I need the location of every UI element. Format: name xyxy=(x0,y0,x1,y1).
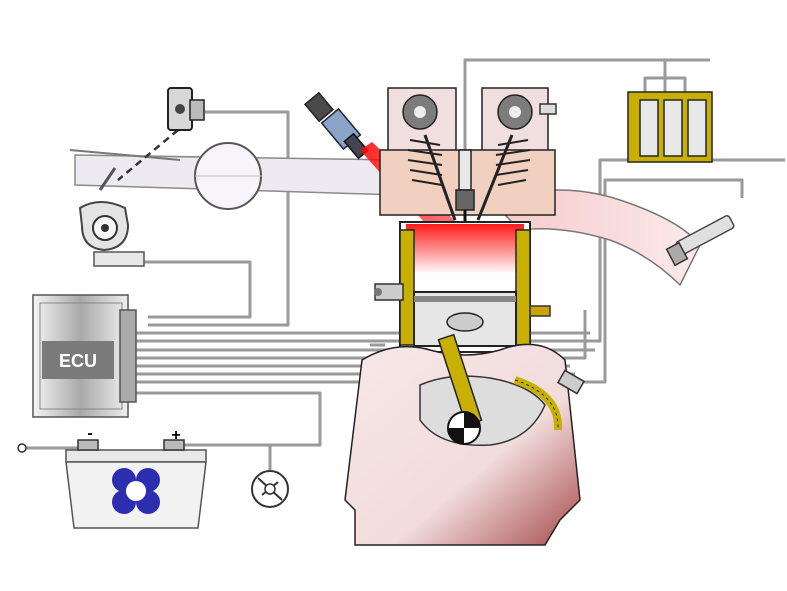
battery-positive-label: + xyxy=(171,427,180,444)
knock-sensor xyxy=(374,283,404,301)
crankshaft-position-sensor xyxy=(556,369,586,395)
coolant-temperature-sensor xyxy=(529,305,551,317)
intake-valve-spring xyxy=(407,134,457,221)
throttle-valve xyxy=(98,129,179,191)
fuel-pump-relay xyxy=(251,470,289,508)
engine-block xyxy=(344,333,581,546)
battery-logo xyxy=(112,468,160,514)
camshaft-position-sensor xyxy=(539,103,557,115)
combustion-chamber xyxy=(406,224,524,274)
ecu-label-box xyxy=(42,341,114,379)
cylinder xyxy=(399,221,531,353)
ignition-coil-pack xyxy=(627,91,713,163)
cylinder-head xyxy=(379,87,557,222)
battery-negative-label: - xyxy=(87,425,92,442)
fuel-injector xyxy=(303,91,369,160)
oxygen-sensor xyxy=(665,215,735,267)
idle-air-control-valve xyxy=(78,201,145,267)
battery: - + xyxy=(17,425,207,529)
spark-plug xyxy=(455,149,475,222)
intake-manifold xyxy=(69,142,401,210)
exhaust-valve-spring xyxy=(476,134,531,221)
ecu: ECU xyxy=(32,294,137,418)
ecu-label: ECU xyxy=(59,351,97,371)
throttle-position-sensor xyxy=(167,87,205,131)
